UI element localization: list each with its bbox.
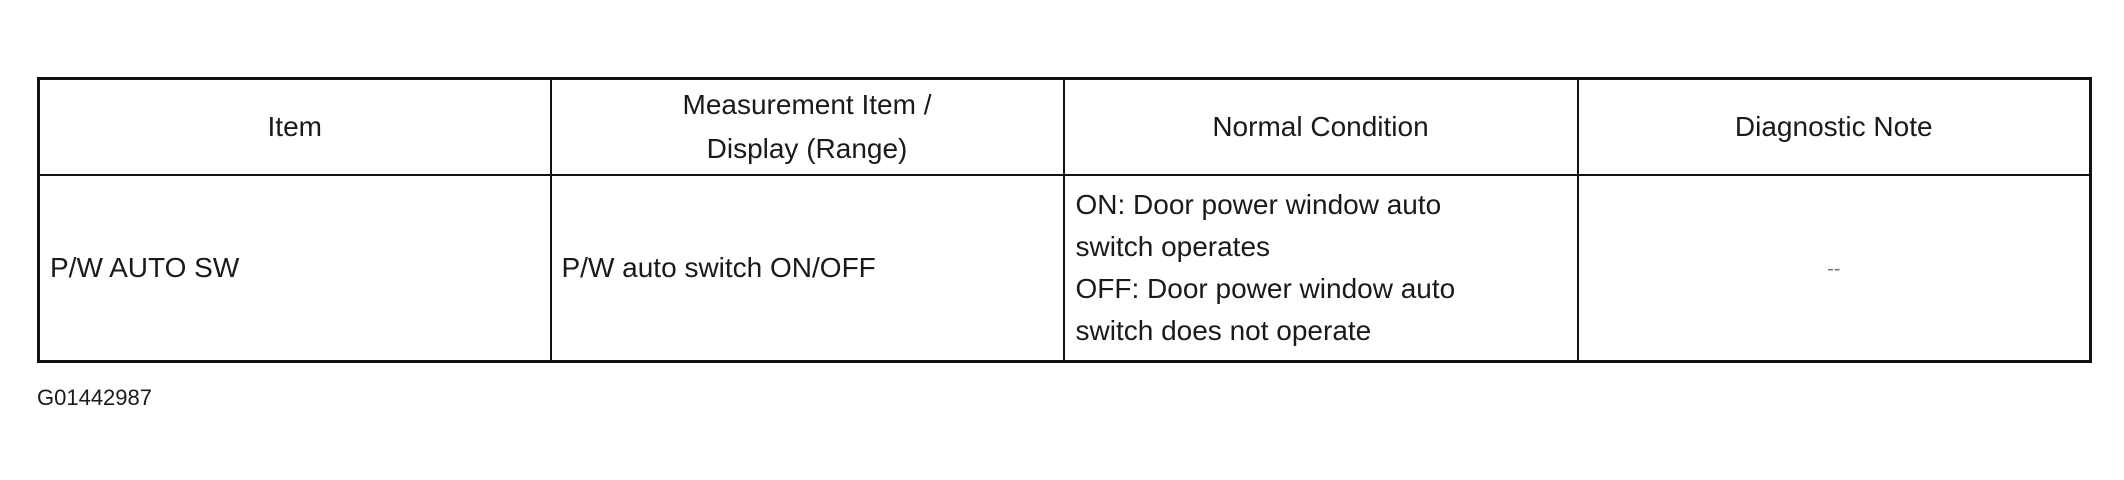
cell-normal-condition: ON: Door power window auto switch operat… (1062, 173, 1579, 363)
header-normal-condition: Normal Condition (1062, 77, 1579, 176)
cell-item: P/W AUTO SW (37, 173, 552, 363)
header-measurement-line-2: Display (Range) (706, 132, 908, 164)
header-measurement-item: Measurement Item / Display (Range) (549, 77, 1065, 176)
diagnostic-data-table: Item Measurement Item / Display (Range) … (37, 77, 2092, 363)
cell-measurement: P/W auto switch ON/OFF (549, 173, 1065, 363)
header-diagnostic-note: Diagnostic Note (1576, 77, 2092, 176)
table-row: P/W AUTO SW P/W auto switch ON/OFF ON: D… (37, 173, 2092, 363)
condition-line-3: OFF: Door power window auto (1075, 272, 1456, 304)
table-header-row: Item Measurement Item / Display (Range) … (37, 77, 2092, 176)
condition-line-1: ON: Door power window auto (1075, 188, 1442, 220)
diagnostic-note-dash: -- (1827, 258, 1841, 281)
header-measurement-line-1: Measurement Item / (682, 88, 932, 120)
figure-id-label: G01442987 (37, 385, 152, 410)
condition-line-4: switch does not operate (1075, 314, 1372, 346)
cell-diagnostic-note: -- (1576, 173, 2092, 363)
condition-line-2: switch operates (1075, 230, 1271, 262)
header-item: Item (37, 77, 552, 176)
